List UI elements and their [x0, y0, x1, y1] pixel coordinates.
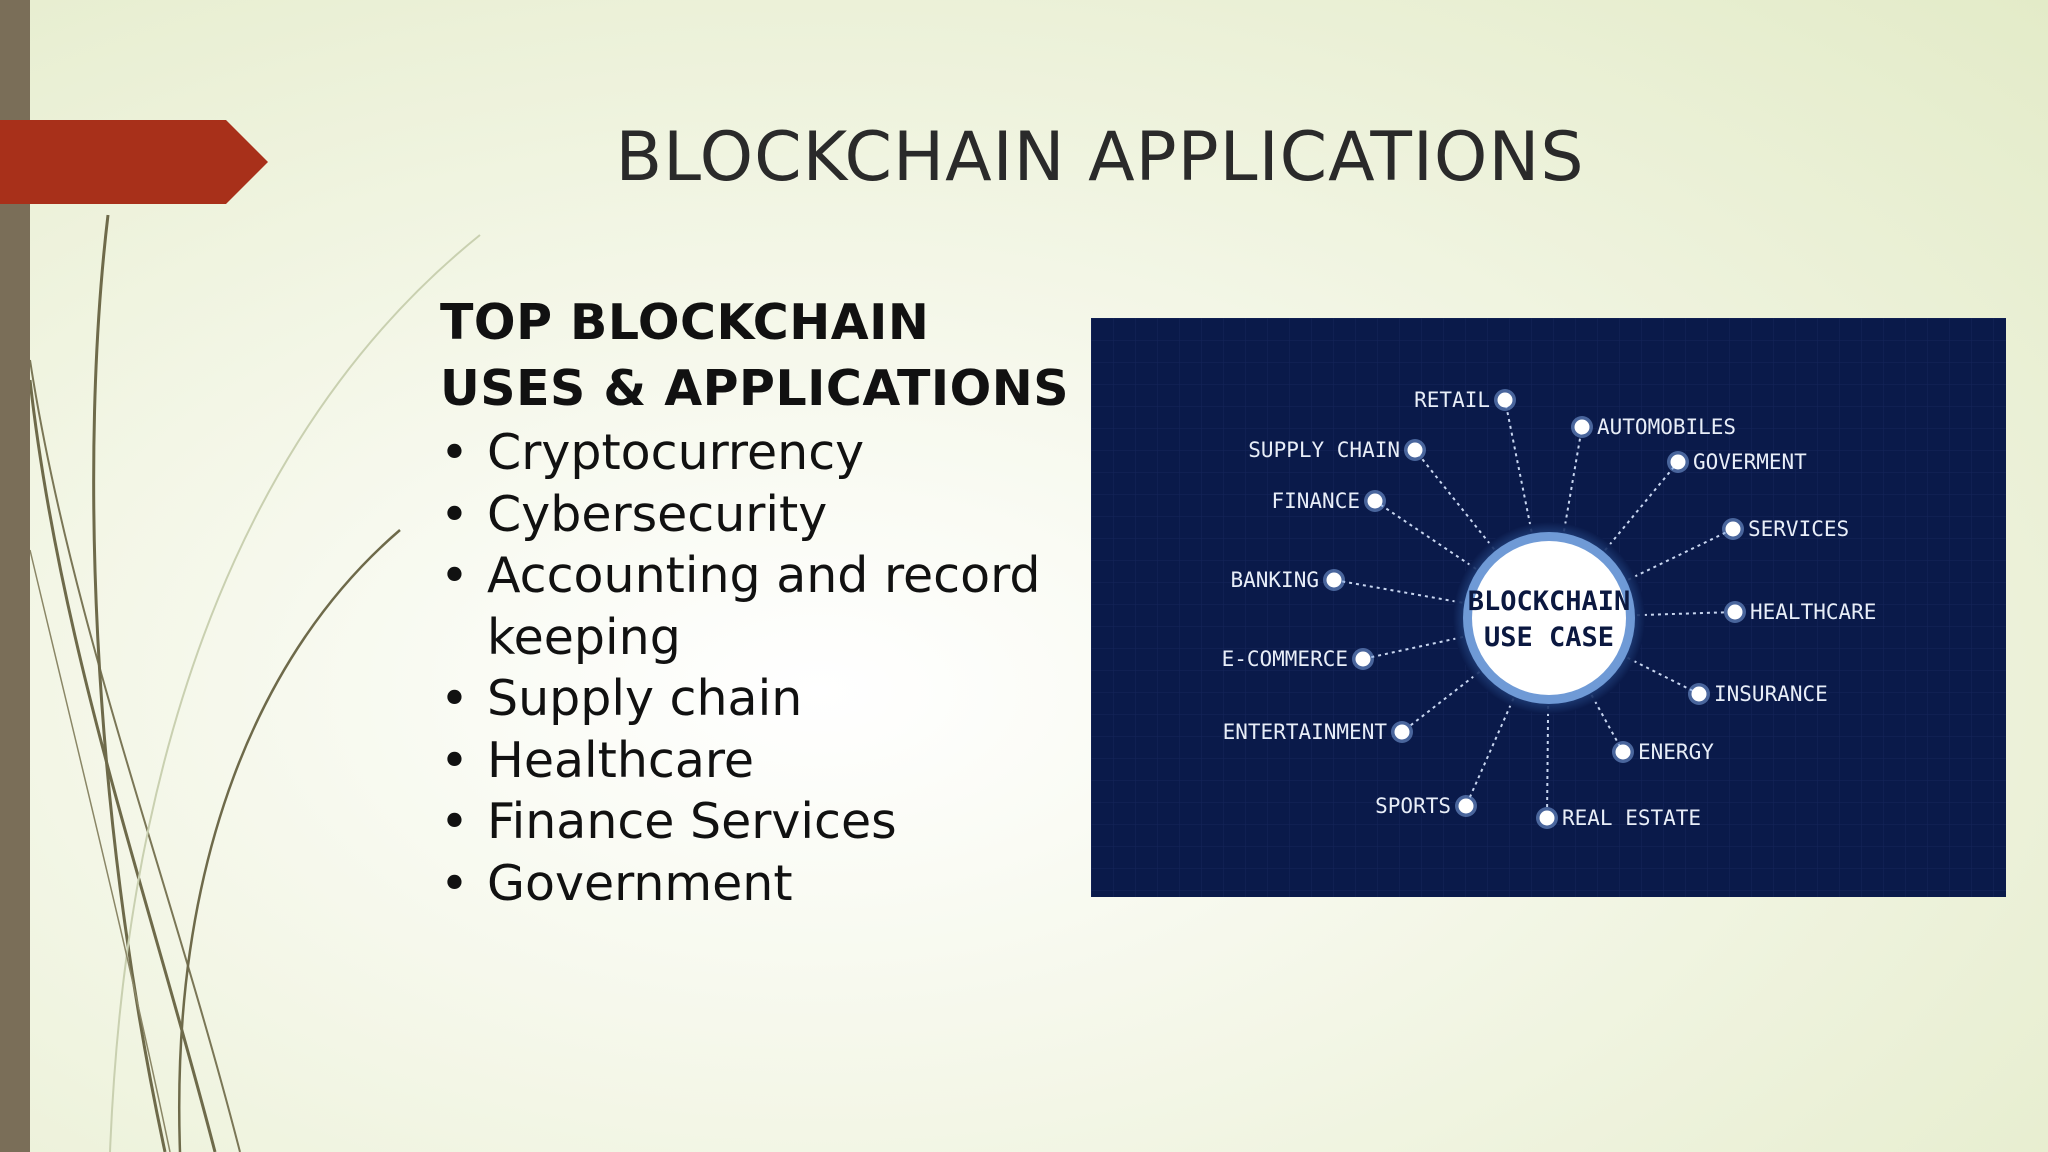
node-label: HEALTHCARE	[1750, 600, 1876, 624]
bullet-text: Supply chain	[487, 670, 803, 727]
bullet-dot: •	[440, 793, 469, 850]
bullet-text: Cybersecurity	[487, 485, 828, 543]
heading-line-2: USES & APPLICATIONS	[440, 360, 1070, 417]
slide-title: BLOCKCHAIN APPLICATIONS	[615, 118, 1585, 197]
bullet-item: • Supply chain	[440, 668, 1080, 730]
node-label: SPORTS	[1375, 794, 1451, 818]
node-label: ENERGY	[1638, 740, 1714, 764]
bullet-dot: •	[440, 670, 469, 727]
node-label: AUTOMOBILES	[1597, 415, 1736, 439]
bullet-item: • Cybersecurity	[440, 484, 1080, 546]
bullet-dot: •	[440, 424, 469, 481]
bullet-item: • Government	[440, 853, 1080, 915]
bullet-text: Government	[487, 854, 793, 912]
node-label: RETAIL	[1414, 388, 1490, 412]
diagram-nodes: RETAIL AUTOMOBILES GOVERMENT SERVICES HEALTH…	[1222, 388, 1877, 830]
bullet-text: keeping	[487, 608, 681, 666]
bullet-text: Finance Services	[487, 793, 897, 850]
center-disc	[1472, 541, 1626, 695]
bullet-list: • Cryptocurrency • Cybersecurity • Accounti…	[440, 422, 1080, 914]
node-spoke	[1627, 528, 1734, 581]
bullet-text: Accounting and record	[487, 547, 1041, 604]
node-label: INSURANCE	[1714, 682, 1828, 706]
node-spoke	[1546, 705, 1550, 819]
node-dot	[1725, 521, 1741, 537]
node-spoke	[1465, 698, 1515, 807]
node-label: FINANCE	[1271, 489, 1360, 513]
node-label: SUPPLY CHAIN	[1248, 438, 1400, 462]
content-heading: TOP BLOCKCHAIN USES & APPLICATIONS	[440, 290, 1080, 422]
decorative-curves	[28, 214, 481, 1152]
node-dot	[1394, 724, 1410, 740]
bullet-item: • Cryptocurrency	[440, 422, 1080, 484]
node-dot	[1670, 454, 1686, 470]
node-dot	[1367, 493, 1383, 509]
node-label: BANKING	[1230, 568, 1319, 592]
node-dot	[1497, 392, 1513, 408]
bullet-dot: •	[440, 547, 469, 604]
content-block: TOP BLOCKCHAIN USES & APPLICATIONS • Cryp…	[440, 290, 1080, 914]
node-label: E-COMMERCE	[1222, 647, 1348, 671]
node-spoke	[1333, 579, 1463, 604]
use-case-diagram: BLOCKCHAIN USE CASE RETAIL AUTOMOBILES GOV…	[1091, 318, 2006, 897]
bullet-dot: •	[440, 485, 469, 543]
node-dot	[1574, 419, 1590, 435]
node-dot	[1458, 798, 1474, 814]
bullet-text: Cryptocurrency	[487, 424, 865, 481]
bullet-item: • Finance Services	[440, 791, 1080, 853]
center-label-line-1: BLOCKCHAIN	[1468, 586, 1631, 617]
node-label: SERVICES	[1748, 517, 1849, 541]
blockchain-use-case-image: BLOCKCHAIN USE CASE RETAIL AUTOMOBILES GOV…	[1091, 318, 2006, 897]
node-label: ENTERTAINMENT	[1223, 720, 1388, 744]
node-dot	[1539, 810, 1555, 826]
node-dot	[1326, 572, 1342, 588]
node-label: GOVERMENT	[1693, 450, 1807, 474]
bullet-item: • Accounting and record	[440, 545, 1080, 607]
node-dot	[1727, 604, 1743, 620]
bullet-text: Healthcare	[487, 731, 755, 789]
node-spoke	[1636, 611, 1736, 617]
node-spoke	[1504, 399, 1533, 532]
node-dot	[1615, 744, 1631, 760]
node-dot	[1407, 442, 1423, 458]
bullet-item: • Healthcare	[440, 730, 1080, 792]
bullet-dot: •	[440, 731, 469, 789]
bullet-dot: •	[440, 854, 469, 912]
node-label: REAL ESTATE	[1562, 806, 1701, 830]
node-dot	[1691, 686, 1707, 702]
node-spoke	[1401, 671, 1481, 733]
node-spoke	[1362, 635, 1464, 660]
node-dot	[1355, 651, 1371, 667]
node-spoke	[1604, 461, 1679, 551]
title-accent-flag	[0, 120, 268, 204]
bullet-continuation: keeping	[440, 607, 1080, 669]
heading-line-1: TOP BLOCKCHAIN	[440, 294, 930, 351]
center-label-line-2: USE CASE	[1484, 622, 1614, 653]
node-spoke	[1414, 449, 1495, 550]
diagram-spokes	[1333, 399, 1736, 819]
